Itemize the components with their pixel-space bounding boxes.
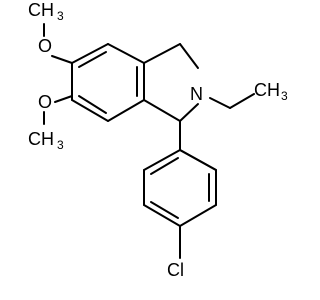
methoxy-top-o-label: O xyxy=(38,36,52,56)
bond-sat-2 xyxy=(179,43,199,69)
methoxy-bottom-sub: 3 xyxy=(57,138,64,152)
bond-arom-4 xyxy=(107,99,145,122)
bond-arom-2 xyxy=(107,43,145,64)
nitrogen-label: N xyxy=(190,84,203,104)
bond-ethyl-2 xyxy=(229,93,255,109)
bond-sat-1 xyxy=(143,43,181,64)
structure-canvas: 3 CH O O CH 3 N CH 3 Cl xyxy=(28,0,288,280)
bond-ph-double-2 xyxy=(150,201,179,219)
ethyl-sub: 3 xyxy=(281,89,288,103)
bond-arom-5 xyxy=(71,99,109,122)
molecule-structure: 3 CH O O CH 3 N CH 3 Cl xyxy=(28,0,288,280)
bond-n-ethyl-1 xyxy=(209,97,231,109)
bond-top-o-ring xyxy=(51,55,73,64)
bond-ph-double-3 xyxy=(150,157,179,175)
bond-ph-6 xyxy=(179,149,217,171)
bond-sat-4 xyxy=(143,99,181,122)
bond-arom-double-1 xyxy=(78,51,107,68)
methoxy-top-ch-label: CH xyxy=(28,0,54,20)
chlorine-label: Cl xyxy=(167,260,184,280)
methoxy-top-sub: 3 xyxy=(57,9,64,23)
bond-ph-3 xyxy=(143,204,181,227)
bond-sat-3 xyxy=(179,103,199,122)
bond-ph-5 xyxy=(143,149,181,171)
bond-arom-double-3 xyxy=(78,95,107,114)
ethyl-ch-label: CH xyxy=(254,80,280,100)
bond-arom-1 xyxy=(71,43,109,64)
methoxy-bottom-ch-label: CH xyxy=(28,129,54,149)
bond-bottom-ring-o xyxy=(54,95,73,103)
bond-ph-2 xyxy=(179,204,217,227)
methoxy-bottom-o-label: O xyxy=(38,92,52,112)
